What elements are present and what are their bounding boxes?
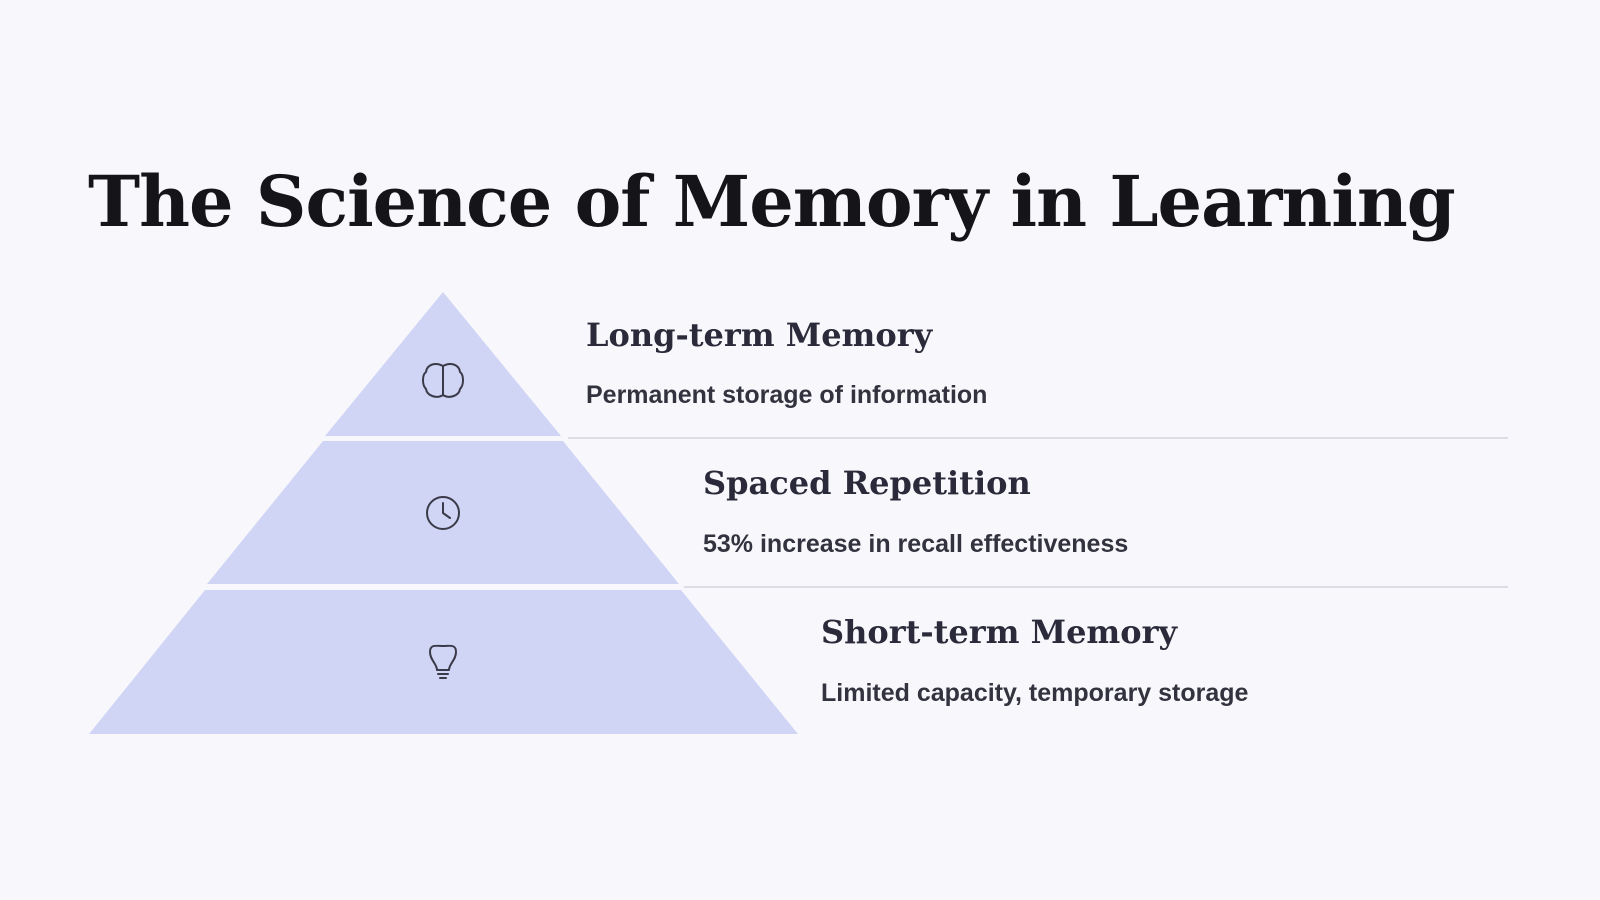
tier-description-short-term: Limited capacity, temporary storage bbox=[821, 679, 1249, 707]
tier-description-spaced-repetition: 53% increase in recall effectiveness bbox=[703, 530, 1129, 558]
tier-heading-long-term: Long-term Memory bbox=[586, 316, 933, 354]
lightbulb-icon bbox=[429, 644, 457, 679]
pyramid-tier-top bbox=[325, 292, 561, 436]
clock-icon bbox=[426, 496, 460, 530]
tier-description-long-term: Permanent storage of information bbox=[586, 381, 988, 409]
tier-heading-short-term: Short-term Memory bbox=[821, 613, 1178, 651]
pyramid-tier-bottom bbox=[89, 590, 798, 734]
tier-heading-spaced-repetition: Spaced Repetition bbox=[703, 464, 1031, 502]
slide-title: The Science of Memory in Learning bbox=[88, 160, 1456, 243]
brain-icon bbox=[422, 363, 464, 398]
